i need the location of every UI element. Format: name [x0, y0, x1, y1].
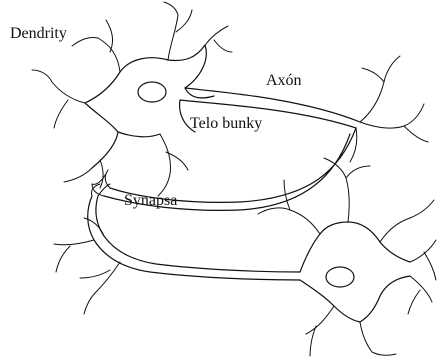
neuron-2-nucleus	[326, 267, 354, 287]
label-axon: Axón	[266, 73, 302, 89]
neuron-2	[54, 158, 436, 356]
neuron-2-left-branches	[54, 218, 120, 314]
neuron-1-axon-terminals	[350, 56, 428, 162]
label-dendrity: Dendrity	[10, 26, 67, 42]
label-telo-bunky: Telo bunky	[190, 116, 262, 132]
neuron-2-dendrite-path	[88, 196, 300, 280]
neuron-1	[32, 2, 428, 210]
label-synapsa: Synapsa	[124, 193, 177, 209]
neuron-1-nucleus	[138, 82, 166, 102]
neuron-2-cell-body	[300, 222, 410, 322]
neuron-2-dendrites	[258, 158, 436, 356]
neuron-1-cell-body	[85, 45, 214, 168]
